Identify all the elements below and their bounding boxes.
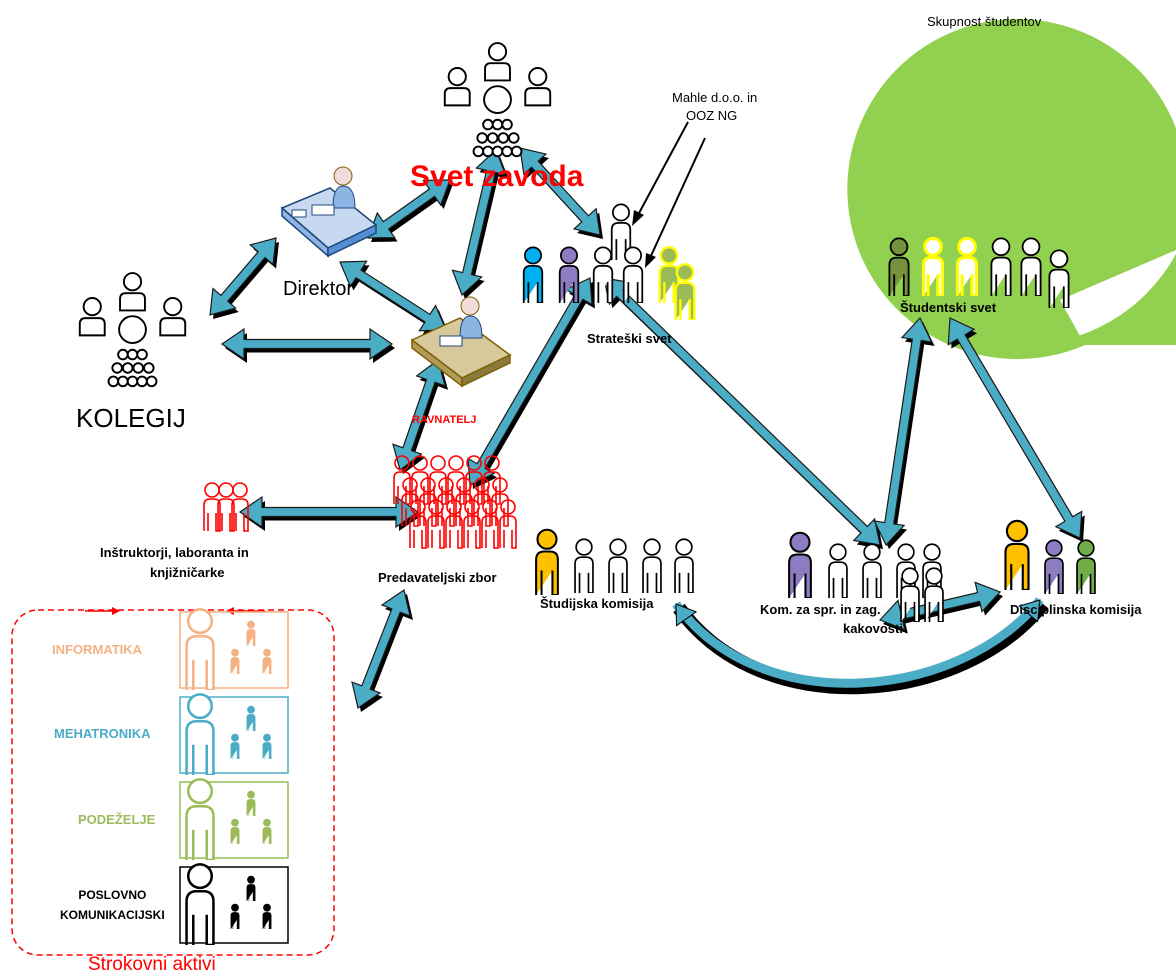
kolegij-label: KOLEGIJ (76, 403, 186, 433)
studijska-komisija-label: Študijska komisija (540, 596, 654, 611)
disciplinska-komisija-label: Disciplinska komisija (1010, 602, 1142, 617)
arrow-strateski-predavatelji (467, 277, 593, 486)
aktiv-group-box (179, 611, 289, 689)
kolegij-group-icon (78, 272, 187, 388)
person-icon (788, 531, 812, 598)
person-icon (642, 538, 662, 593)
aktiv-member-icon (246, 705, 256, 731)
direktor-desk-icon (280, 166, 378, 258)
studentski-svet-label: Študentski svet (900, 300, 997, 315)
direktor-label: Direktor (283, 278, 354, 300)
mahle-label-line2: OOZ NG (686, 108, 738, 123)
mahle-label-line1: Mahle d.o.o. in (672, 90, 758, 105)
aktiv-member-icon (230, 733, 240, 759)
arrowhead-studijska-disciplinska (675, 603, 698, 627)
arrow-studijska-disciplinska (672, 597, 1044, 688)
person-icon (1004, 519, 1030, 590)
person-icon (674, 263, 696, 320)
svet-zavoda-label: Svet zavoda (410, 160, 584, 193)
person-icon (522, 246, 544, 303)
aktiv-leader-icon (185, 862, 215, 945)
aktiv-member-icon (246, 875, 256, 901)
person-icon (592, 246, 614, 303)
kom-kakovost-label-line2: kakovosti (843, 621, 903, 636)
arrow-predavatelji-down (351, 589, 411, 709)
svet-zavoda-group-icon (443, 42, 552, 158)
aktiv-group-box (179, 866, 289, 944)
arrows-layer (209, 147, 1085, 712)
aktiv-leader-icon (185, 692, 215, 775)
person-icon (862, 543, 882, 598)
arrow-svet-direktor (367, 179, 451, 239)
person-icon (622, 246, 644, 303)
instruktorji-label-line1: Inštruktorji, laboranta in (100, 545, 249, 560)
aktiv-member-icon (262, 903, 272, 929)
arrow-studentski-disciplinska (947, 317, 1083, 539)
person-icon (558, 246, 580, 303)
aktiv-member-icon (262, 733, 272, 759)
person-icon (828, 543, 848, 598)
aktiv-group-box (179, 781, 289, 859)
arrowhead-studijska-disciplinska (1018, 599, 1041, 623)
aktiv-group-box (179, 696, 289, 774)
aktiv-label-mehatronika: MEHATRONIKA (54, 726, 151, 741)
aktiv-member-icon (262, 818, 272, 844)
aktiv-label-podezelje: PODEŽELJE (78, 812, 156, 827)
arrow-direktor-kolegij (209, 237, 277, 316)
aktiv-member-icon (230, 903, 240, 929)
ravnatelj-label: RAVNATELJ (412, 414, 477, 426)
aktiv-label-informatika: INFORMATIKA (52, 642, 143, 657)
arrow-strateski-kom (603, 277, 881, 546)
instruktorji-label-line2: knjižničarke (150, 565, 225, 580)
strateski-svet-label: Strateški svet (587, 331, 672, 346)
aktiv-leader-icon (185, 607, 215, 690)
person-icon (574, 538, 594, 593)
person-icon (534, 528, 560, 595)
aktiv-member-icon (230, 818, 240, 844)
person-icon (1044, 539, 1064, 594)
aktiv-member-icon (230, 648, 240, 674)
aktiv-leader-icon (185, 777, 215, 860)
arrow-instruktorji-predavatelji (238, 495, 420, 529)
arrow-svet-strateski (519, 147, 601, 236)
predavateljski-zbor-label: Predavateljski zbor (378, 570, 497, 585)
arrow-kolegij-ravnatelj (220, 327, 394, 361)
aktiv-member-icon (246, 620, 256, 646)
aktivi-layer (179, 607, 289, 945)
arrow-direktor-ravnatelj (339, 260, 447, 332)
skupnost-studentov-label: Skupnost študentov (927, 14, 1042, 29)
kom-kakovost-label-line1: Kom. za spr. in zag. (760, 602, 881, 617)
student-community-circle (847, 19, 1176, 360)
aktiv-label-poslovno: POSLOVNO KOMUNIKACIJSKI (60, 888, 165, 922)
arrow-studentski-kom (873, 316, 933, 547)
aktiv-member-icon (246, 790, 256, 816)
person-icon (674, 538, 694, 593)
strokovni-aktivi-label: Strokovni aktivi (88, 954, 216, 975)
person-icon (1076, 539, 1096, 594)
ravnatelj-desk-icon (410, 296, 512, 388)
aktiv-member-icon (262, 648, 272, 674)
arrow-svet-ravnatelj (451, 148, 507, 297)
strokovni-aktivi-box (11, 609, 335, 956)
people-layer (203, 203, 1096, 622)
person-icon (608, 538, 628, 593)
